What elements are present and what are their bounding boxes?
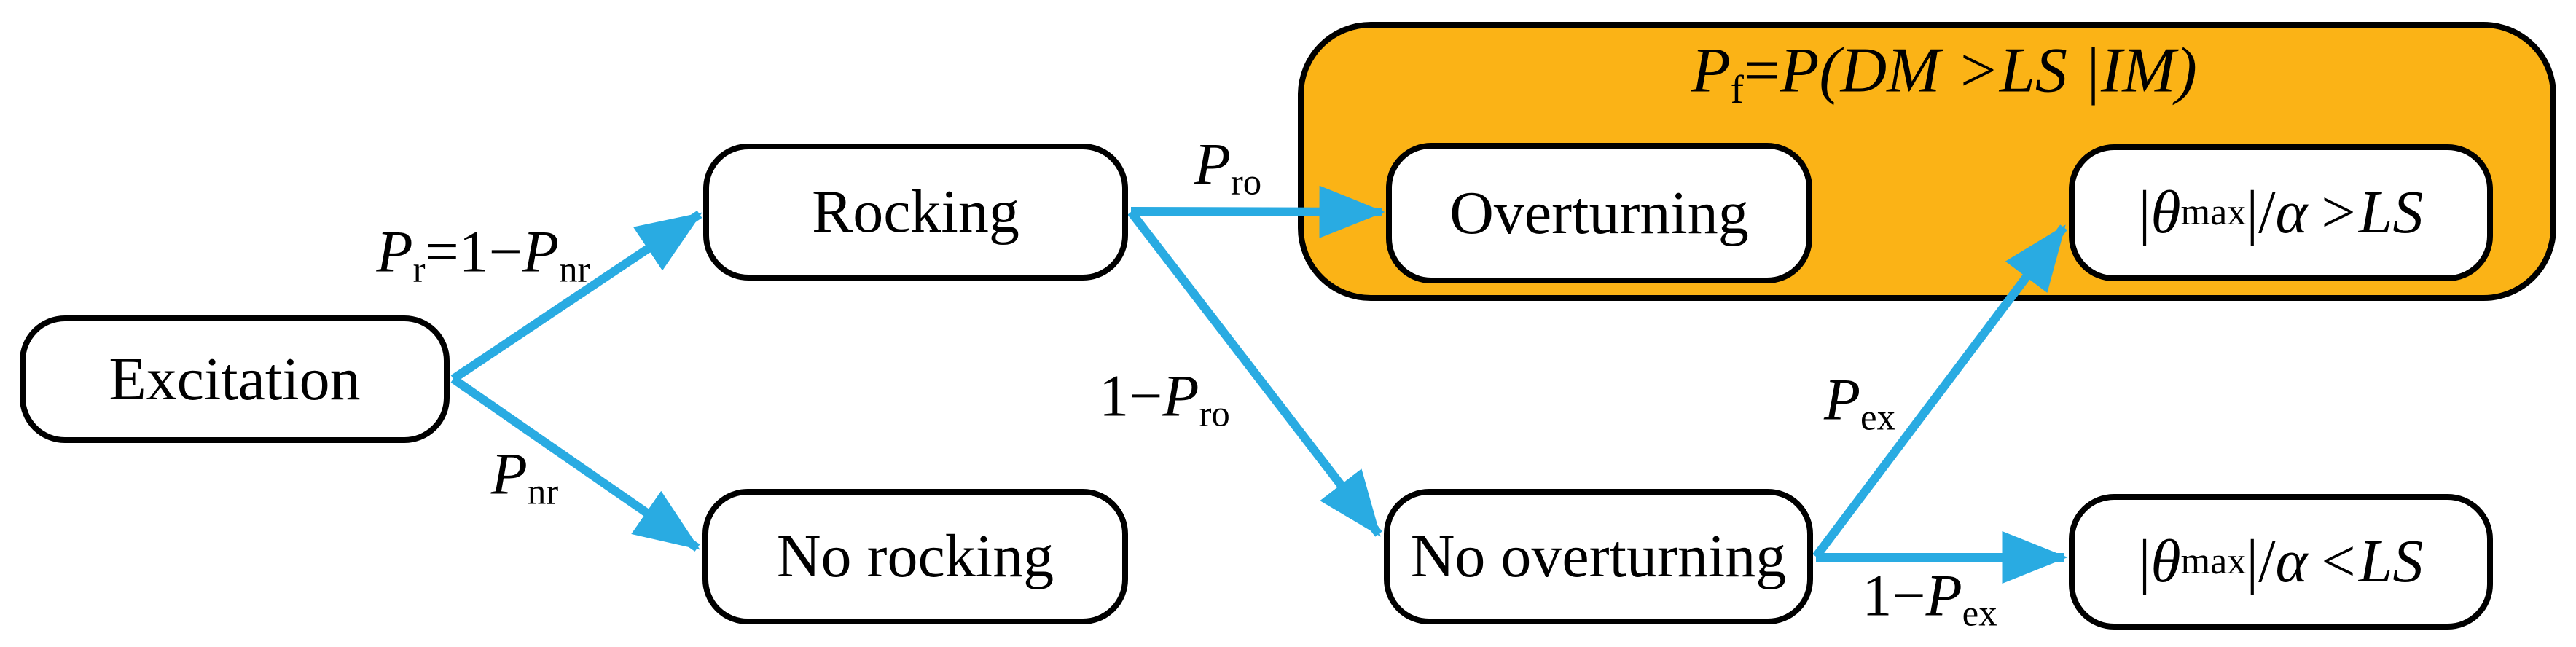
node-rocking-label: Rocking <box>812 178 1019 246</box>
one-minus-p-ex-symbol: P <box>1925 562 1962 629</box>
edge-label-p-nr: Pnr <box>491 444 558 510</box>
formula-equals: = <box>1743 35 1780 106</box>
not-exceed-theta: θ <box>2150 528 2181 595</box>
p-nr-symbol: P <box>490 440 528 507</box>
not-exceed-theta-subscript: max <box>2180 540 2247 582</box>
node-excitation: Excitation <box>20 315 450 443</box>
edge-label-p-ex: Pex <box>1824 369 1895 436</box>
formula-p: P <box>1691 35 1731 106</box>
p-ro-subscript: ro <box>1230 161 1262 203</box>
arrow-excitation-to-rocking <box>450 211 702 383</box>
p-nr-subscript: nr <box>527 471 559 512</box>
edge-label-one-minus-p-ex: 1−Pex <box>1862 565 1997 632</box>
arrow-no-overturning-to-exceed <box>1812 224 2067 560</box>
not-exceed-bar-open: | <box>2138 528 2151 595</box>
p-r-symbol: P <box>376 218 413 285</box>
exceed-operator: > <box>2317 179 2359 246</box>
node-overturning-label: Overturning <box>1449 179 1749 247</box>
one-minus-p-ro-prefix: 1− <box>1099 362 1163 429</box>
exceed-theta: θ <box>2150 179 2181 246</box>
node-overturning: Overturning <box>1386 143 1812 283</box>
node-rocking: Rocking <box>703 144 1128 281</box>
node-no-overturning: No overturning <box>1384 489 1813 624</box>
node-excitation-label: Excitation <box>109 345 361 413</box>
not-exceed-alpha: α <box>2275 528 2308 595</box>
p-r-equation: =1− <box>425 218 523 285</box>
exceed-bar-close: |/ <box>2246 179 2276 246</box>
p-ex-subscript: ex <box>1860 396 1896 438</box>
node-no-rocking-label: No rocking <box>776 522 1054 590</box>
one-minus-p-ro-symbol: P <box>1162 362 1199 429</box>
one-minus-p-ro-subscript: ro <box>1199 393 1230 434</box>
p-ro-symbol: P <box>1194 130 1231 197</box>
edge-label-one-minus-p-ro: 1−Pro <box>1099 366 1230 432</box>
one-minus-p-ex-subscript: ex <box>1962 592 1997 634</box>
one-minus-p-ex-prefix: 1− <box>1862 562 1926 629</box>
edge-label-p-r: Pr=1−Pnr <box>377 221 590 288</box>
formula-p-subscript: f <box>1730 66 1744 111</box>
arrow-rocking-to-no-overturning <box>1127 209 1382 537</box>
node-no-rocking: No rocking <box>702 489 1128 624</box>
node-no-overturning-label: No overturning <box>1410 522 1787 590</box>
exceed-alpha: α <box>2275 179 2308 246</box>
p-r-subscript: r <box>412 248 426 290</box>
not-exceed-bar-close: |/ <box>2246 528 2276 595</box>
exceed-bar-open: | <box>2138 179 2151 246</box>
failure-probability-formula: Pf=P(DM >LS |IM) <box>1691 39 2197 110</box>
not-exceed-operator: < <box>2317 528 2359 595</box>
exceed-limit: LS <box>2358 179 2424 246</box>
formula-expression: P(DM >LS |IM) <box>1780 35 2197 106</box>
not-exceed-limit: LS <box>2358 528 2424 595</box>
p-ex-symbol: P <box>1823 366 1861 433</box>
p-r-symbol-2: P <box>522 218 560 285</box>
arrow-excitation-to-no-rocking <box>450 375 700 552</box>
p-r-subscript-2: nr <box>559 248 590 290</box>
arrow-rocking-to-overturning <box>1130 185 1385 238</box>
edge-label-p-ro: Pro <box>1194 134 1261 200</box>
exceed-theta-subscript: max <box>2180 191 2247 233</box>
